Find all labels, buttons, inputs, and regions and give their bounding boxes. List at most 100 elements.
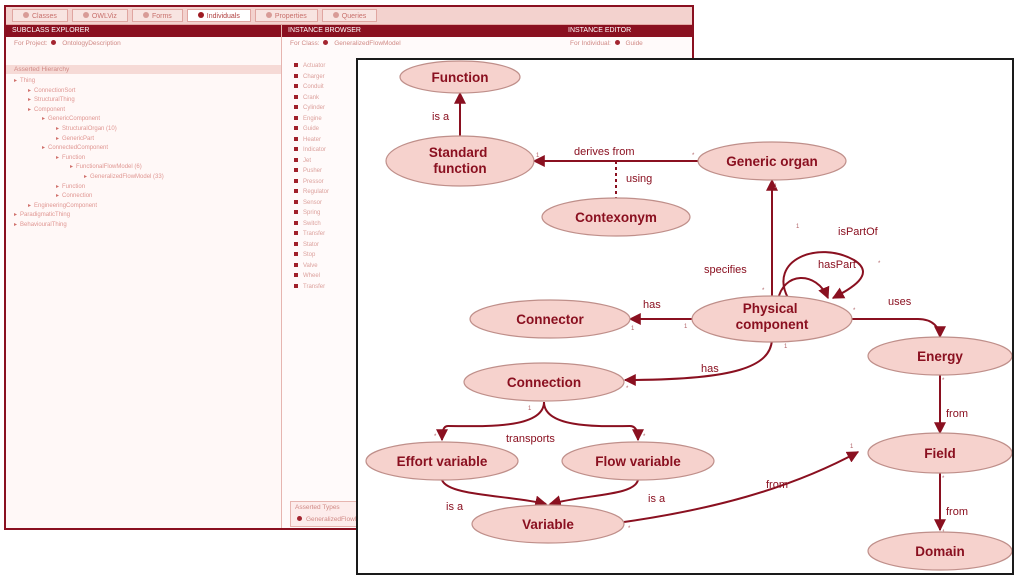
svg-text:*: * (762, 288, 765, 294)
node-standard-function[interactable]: Standard function (385, 135, 535, 187)
node-generic-organ[interactable]: Generic organ (697, 141, 847, 181)
tree-item[interactable]: ▸Connection (6, 192, 281, 202)
node-energy[interactable]: Energy (867, 336, 1012, 376)
instance-item[interactable]: Wheel (282, 271, 562, 282)
expand-icon[interactable]: ▸ (56, 193, 60, 200)
expand-icon[interactable]: ▸ (56, 183, 60, 190)
instance-item[interactable]: Conduit (282, 82, 562, 93)
asserted-type-item[interactable]: GeneralizedFlowModel (291, 514, 381, 526)
expand-icon[interactable]: ▸ (56, 154, 60, 161)
svg-text:*: * (853, 308, 856, 314)
class-name: GeneralizedFlowModel (334, 40, 401, 47)
node-physical-component[interactable]: Physical component (691, 295, 853, 343)
expand-icon[interactable]: ▸ (28, 97, 32, 104)
expand-icon[interactable]: ▸ (56, 125, 60, 132)
instance-item[interactable]: Guide (282, 124, 562, 135)
expand-icon[interactable]: ▸ (28, 106, 32, 113)
tree-item[interactable]: ▸FunctionalFlowModel (6) (6, 163, 281, 173)
for-class-label: For Class: (290, 40, 322, 47)
instance-item[interactable]: Spring (282, 208, 562, 219)
node-generic-organ-label: Generic organ (726, 154, 818, 169)
instance-label: Pusher (303, 168, 323, 174)
node-domain[interactable]: Domain (867, 531, 1012, 571)
instance-item[interactable]: Actuator (282, 61, 562, 72)
instance-item[interactable]: Transfer (282, 229, 562, 240)
tab-owlviz[interactable]: OWLViz (71, 9, 128, 22)
tree-item-label: ParadigmaticThing (20, 212, 71, 219)
expand-icon[interactable]: ▸ (14, 78, 18, 84)
instance-item[interactable]: Cylinder (282, 103, 562, 114)
edge-label-is-part-of: isPartOf (838, 226, 879, 238)
instance-item[interactable]: Stator (282, 240, 562, 251)
expand-icon[interactable]: ▸ (28, 202, 32, 209)
instance-item[interactable]: Regulator (282, 187, 562, 198)
instance-item[interactable]: Pressor (282, 177, 562, 188)
expand-icon[interactable]: ▸ (56, 135, 60, 142)
tree-item[interactable]: ▸StructuralOrgan (10) (6, 125, 281, 135)
instance-label: Cylinder (303, 105, 326, 111)
standard-function-line-2: function (433, 161, 486, 176)
node-variable[interactable]: Variable (471, 504, 625, 544)
tree-item[interactable]: ▸ConnectedComponent (6, 144, 281, 154)
expand-icon[interactable]: ▸ (42, 116, 46, 123)
node-field[interactable]: Field (867, 432, 1012, 474)
instance-icon (294, 283, 298, 288)
instance-item[interactable]: Crank (282, 93, 562, 104)
instance-item[interactable]: Indicator (282, 145, 562, 156)
expand-icon[interactable]: ▸ (70, 164, 74, 171)
tree-item[interactable]: ▸BehaviouralThing (6, 221, 281, 231)
tree-item[interactable]: ▸EngineeringComponent (6, 202, 281, 212)
tree-item[interactable]: ▸Component (6, 106, 281, 116)
tab-queries[interactable]: Queries (321, 9, 378, 22)
instance-item[interactable]: Engine (282, 114, 562, 125)
tree-item[interactable]: ▸Function (6, 183, 281, 193)
instance-browser-header: INSTANCE BROWSER (282, 25, 562, 37)
edge-physical-component-has-connection (623, 339, 773, 386)
expand-icon[interactable]: ▸ (14, 221, 18, 228)
instance-item[interactable]: Jet (282, 156, 562, 167)
tab-label: Forms (151, 13, 172, 20)
tab-properties[interactable]: Properties (254, 9, 318, 22)
instance-item[interactable]: Heater (282, 135, 562, 146)
instance-icon (294, 241, 298, 246)
edge-connection-transports-effort (436, 401, 545, 442)
node-connector[interactable]: Connector (469, 299, 631, 339)
tab-classes[interactable]: Classes (12, 9, 68, 22)
instance-item[interactable]: Switch (282, 219, 562, 230)
node-contexonym[interactable]: Contexonym (541, 197, 691, 237)
instance-label: Conduit (303, 84, 324, 90)
tree-item[interactable]: ▸Thing (6, 77, 281, 87)
instance-item[interactable]: Pusher (282, 166, 562, 177)
expand-icon[interactable]: ▸ (14, 212, 18, 219)
node-effort-variable[interactable]: Effort variable (365, 441, 519, 481)
tab-label: Classes (32, 13, 57, 20)
tab-label: Queries (341, 13, 367, 20)
instance-item[interactable]: Valve (282, 261, 562, 272)
instance-item[interactable]: Stop (282, 250, 562, 261)
expand-icon[interactable]: ▸ (42, 145, 46, 152)
instance-label: Valve (303, 262, 318, 269)
tab-forms[interactable]: Forms (131, 9, 183, 22)
instance-icon (294, 73, 298, 78)
tree-item[interactable]: ▸ParadigmaticThing (6, 211, 281, 221)
expand-icon[interactable]: ▸ (28, 87, 32, 94)
instance-icon (294, 84, 298, 89)
instance-item[interactable]: Sensor (282, 198, 562, 209)
node-function[interactable]: Function (399, 60, 521, 94)
tree-item[interactable]: ▸GenericComponent (6, 115, 281, 125)
instance-icon (294, 136, 298, 141)
tab-individuals[interactable]: Individuals (186, 9, 251, 22)
instance-item[interactable]: Charger (282, 72, 562, 83)
tree-item[interactable]: ▸StructuralThing (6, 96, 281, 106)
instance-icon (294, 220, 298, 225)
instance-label: Crank (303, 94, 320, 101)
node-connection[interactable]: Connection (463, 362, 625, 402)
tree-item[interactable]: ▸ConnectionSort (6, 87, 281, 97)
node-flow-variable[interactable]: Flow variable (561, 441, 715, 481)
tree-item[interactable]: ▸GenericPart (6, 135, 281, 145)
tree-item-label: Function (62, 183, 86, 190)
tree-item[interactable]: ▸GeneralizedFlowModel (33) (6, 173, 281, 183)
tree-item[interactable]: ▸Function (6, 154, 281, 164)
instance-item[interactable]: Transfer (282, 282, 562, 293)
expand-icon[interactable]: ▸ (84, 173, 88, 180)
